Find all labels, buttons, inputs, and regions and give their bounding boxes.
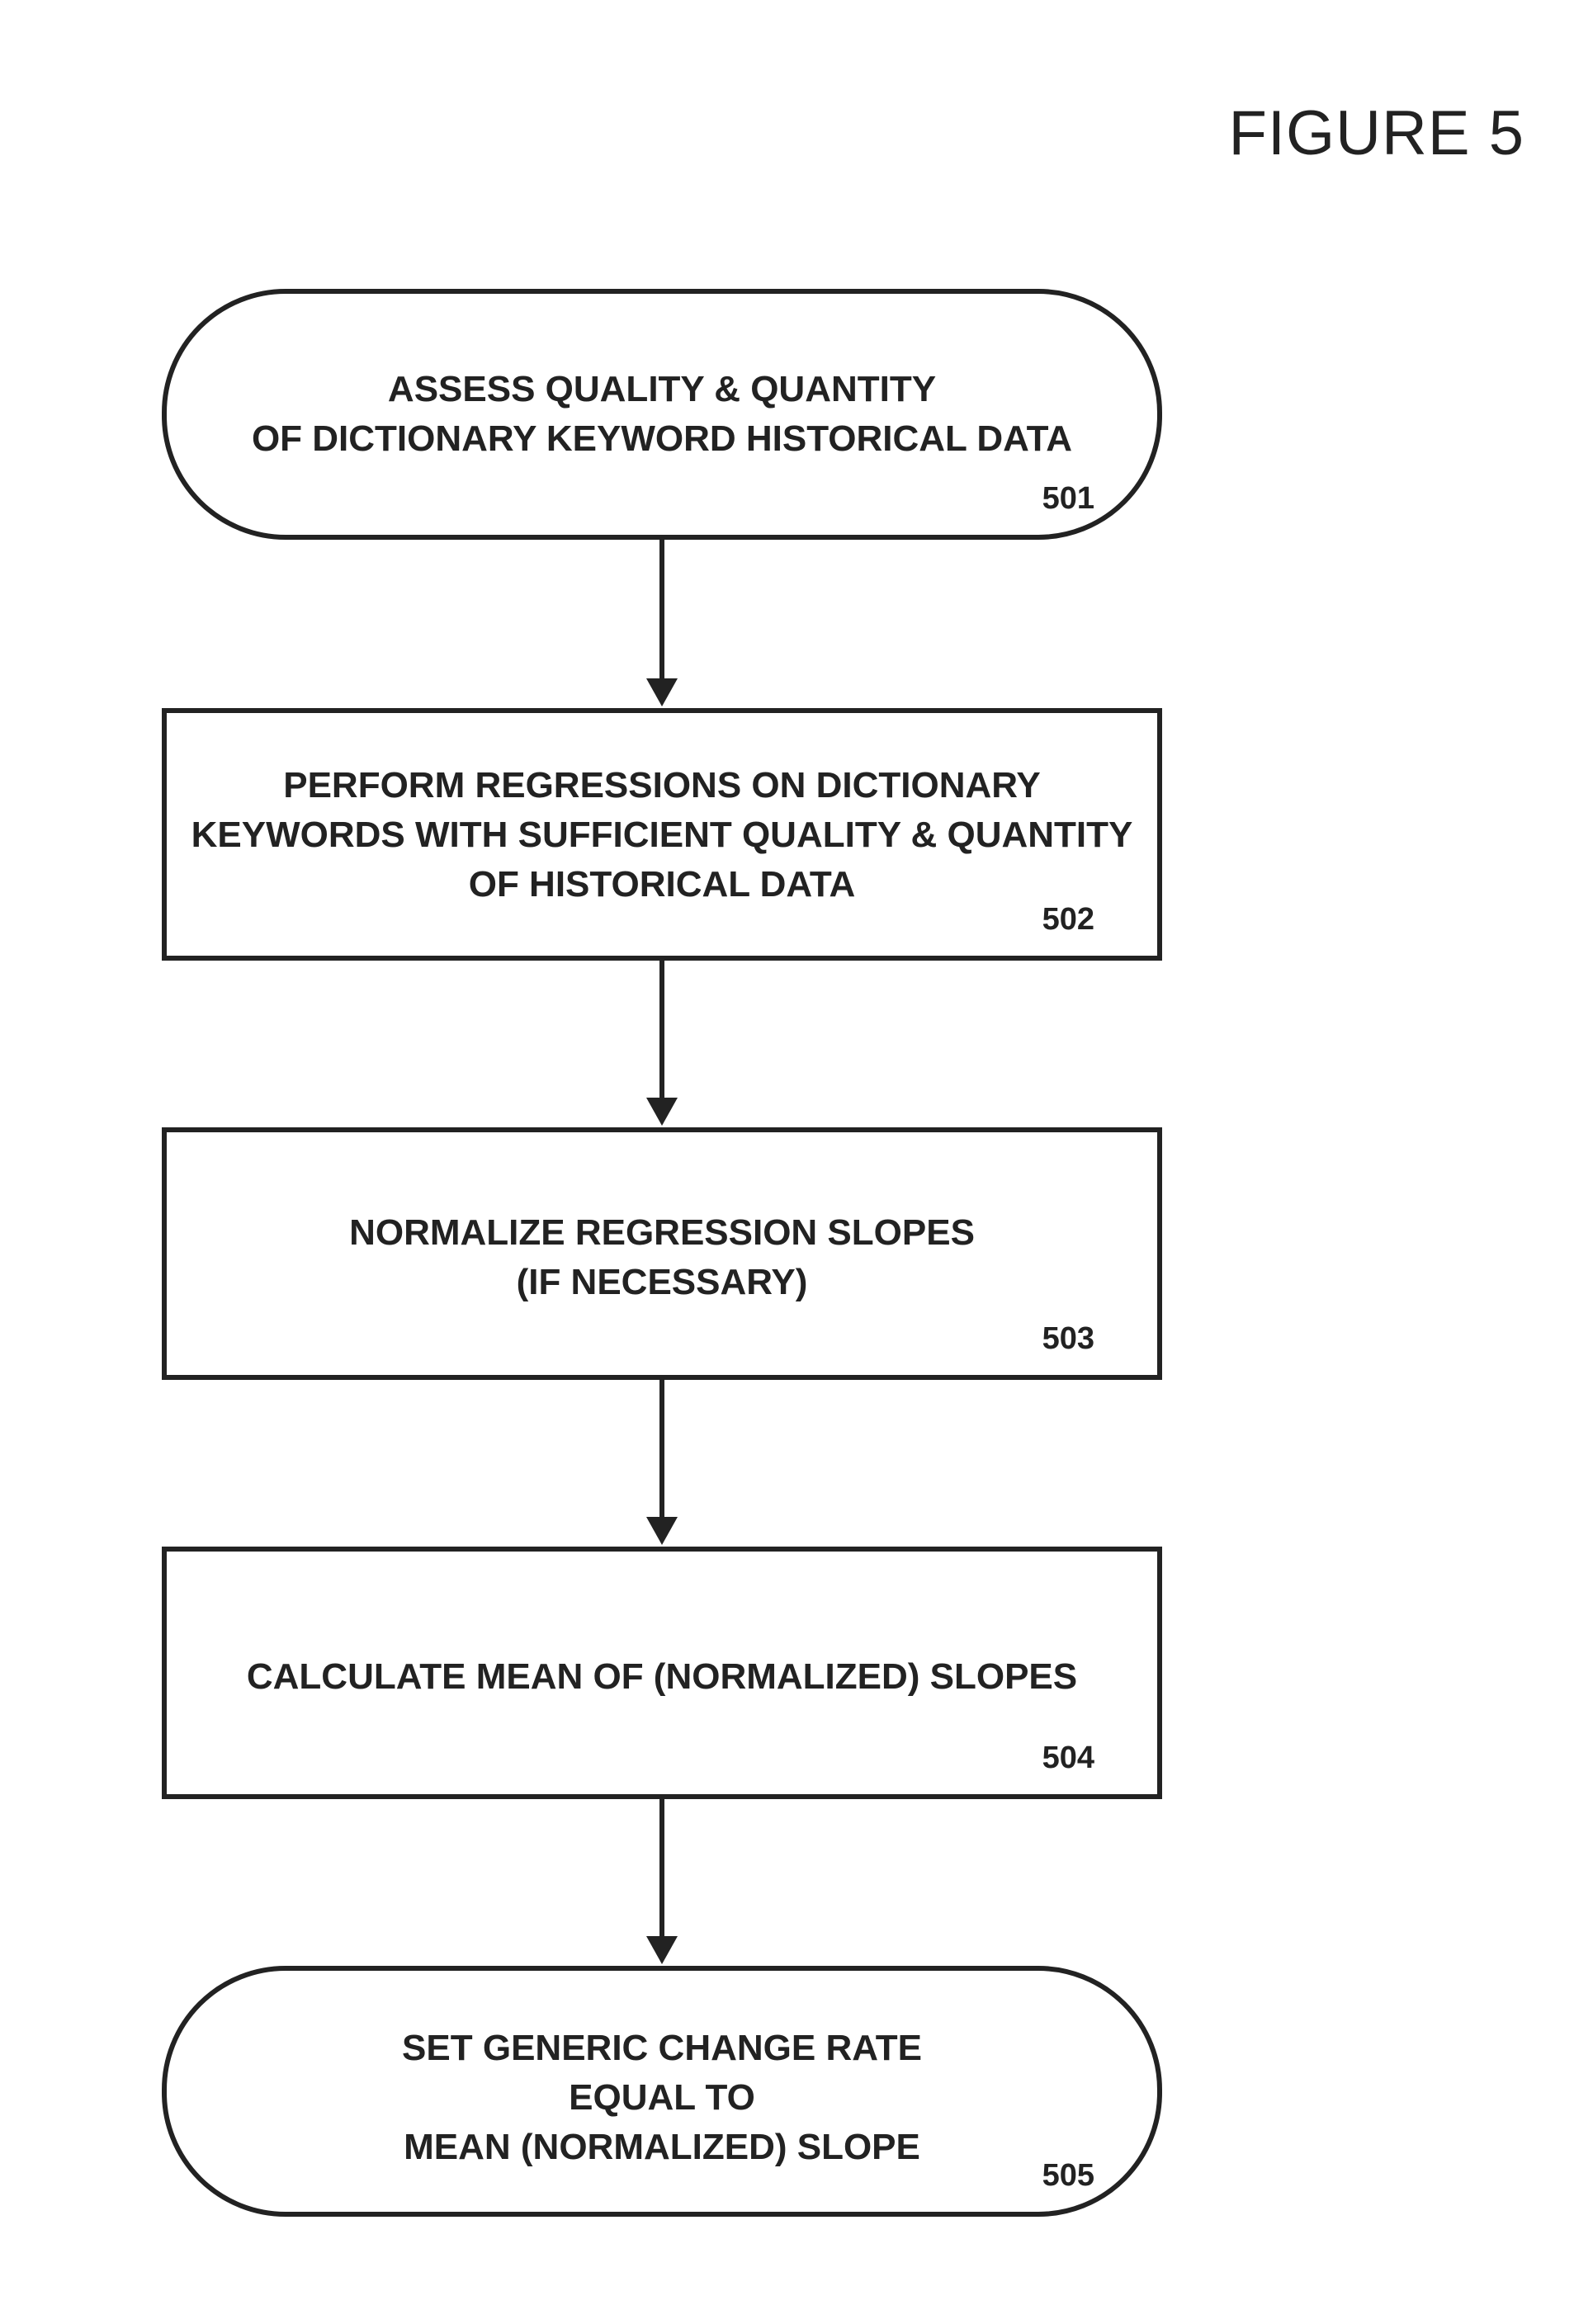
step-503-normalize-slopes: NORMALIZE REGRESSION SLOPES (IF NECESSAR… bbox=[162, 1127, 1162, 1380]
step-501-assess-data: ASSESS QUALITY & QUANTITY OF DICTIONARY … bbox=[162, 289, 1162, 540]
step-504-text: CALCULATE MEAN OF (NORMALIZED) SLOPES bbox=[167, 1652, 1157, 1702]
step-505-text: SET GENERIC CHANGE RATE EQUAL TO MEAN (N… bbox=[167, 2024, 1157, 2172]
arrow-501-to-502 bbox=[646, 540, 678, 706]
step-505-ref: 505 bbox=[1042, 2158, 1094, 2194]
arrow-head bbox=[646, 1936, 678, 1964]
step-503-text: NORMALIZE REGRESSION SLOPES (IF NECESSAR… bbox=[167, 1208, 1157, 1307]
arrow-head bbox=[646, 1098, 678, 1126]
arrow-503-to-504 bbox=[646, 1380, 678, 1545]
step-503-ref: 503 bbox=[1042, 1321, 1094, 1357]
step-502-perform-regressions: PERFORM REGRESSIONS ON DICTIONARY KEYWOR… bbox=[162, 708, 1162, 961]
arrow-head bbox=[646, 678, 678, 706]
step-505-set-change-rate: SET GENERIC CHANGE RATE EQUAL TO MEAN (N… bbox=[162, 1966, 1162, 2217]
step-504-calculate-mean: CALCULATE MEAN OF (NORMALIZED) SLOPES 50… bbox=[162, 1547, 1162, 1799]
arrow-502-to-503 bbox=[646, 961, 678, 1126]
step-502-ref: 502 bbox=[1042, 902, 1094, 938]
step-501-ref: 501 bbox=[1042, 481, 1094, 517]
arrow-head bbox=[646, 1517, 678, 1545]
step-502-text: PERFORM REGRESSIONS ON DICTIONARY KEYWOR… bbox=[167, 761, 1157, 909]
arrow-504-to-505 bbox=[646, 1799, 678, 1964]
step-501-text: ASSESS QUALITY & QUANTITY OF DICTIONARY … bbox=[167, 365, 1157, 464]
step-504-ref: 504 bbox=[1042, 1741, 1094, 1776]
